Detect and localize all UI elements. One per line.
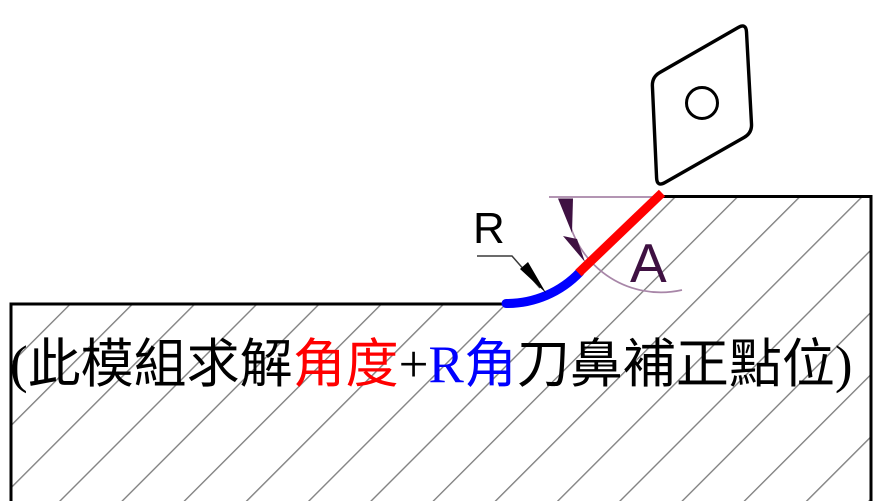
- cutting-edge-line: [575, 189, 666, 277]
- caption-segment: (此模組求解: [10, 336, 293, 394]
- caption-segment-radius: R角: [428, 336, 517, 394]
- angle-label: A: [630, 232, 667, 294]
- radius-label: R: [473, 204, 505, 253]
- caption: (此模組求解角度+R角刀鼻補正點位): [10, 334, 890, 397]
- caption-segment-angle: 角度: [292, 336, 399, 394]
- insert-screw-hole-icon: [685, 86, 719, 120]
- angle-arrowhead-tail-icon: [563, 236, 585, 262]
- nose-radius-arc: [501, 267, 585, 309]
- caption-segment-tail: 刀鼻補正點位): [516, 336, 853, 394]
- radius-arrowhead-icon: [520, 262, 546, 293]
- caption-segment-plus: +: [398, 336, 429, 394]
- angle-arrowhead-icon: [558, 198, 573, 233]
